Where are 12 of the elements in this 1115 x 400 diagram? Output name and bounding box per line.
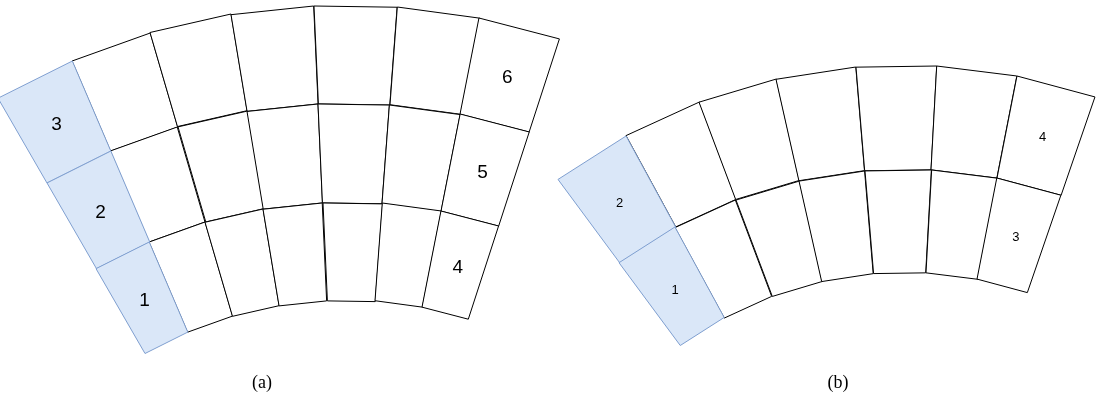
cell-number: 1 (671, 282, 679, 296)
cell-number: 5 (477, 161, 488, 181)
cell-number: 2 (615, 195, 624, 209)
cell-number: 1 (139, 289, 150, 309)
panel-caption: (b) (827, 372, 849, 393)
cell-number: 6 (501, 66, 513, 86)
cell-number: 4 (1039, 129, 1047, 143)
cell-number: 3 (1012, 229, 1020, 243)
cell-number: 3 (51, 113, 62, 133)
panel-caption: (a) (252, 372, 272, 393)
cell-number: 4 (452, 256, 464, 276)
cell-number: 2 (95, 201, 106, 221)
